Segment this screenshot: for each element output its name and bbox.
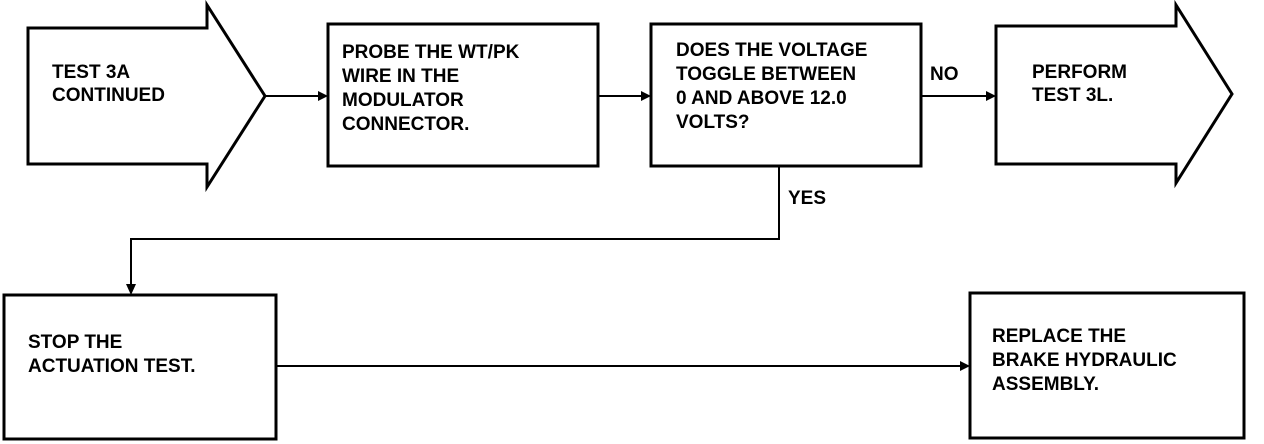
edge-yes-branch: YES xyxy=(126,166,826,295)
edge-probe-to-question xyxy=(598,91,651,101)
stop-box xyxy=(2,293,278,441)
replace-box xyxy=(968,291,1246,440)
question-label: DOES THE VOLTAGE TOGGLE BETWEEN 0 AND AB… xyxy=(676,40,873,133)
start-label: TEST 3A CONTINUED xyxy=(52,62,165,106)
node-stop-actuation-test: STOP THE ACTUATION TEST. xyxy=(2,293,278,441)
edge-start-to-probe xyxy=(265,91,328,101)
node-replace-brake-hydraulic: REPLACE THE BRAKE HYDRAULIC ASSEMBLY. xyxy=(968,291,1246,440)
node-perform-test-3l: PERFORM TEST 3L. xyxy=(994,0,1234,189)
edge-no-branch: NO xyxy=(921,64,996,101)
stop-label: STOP THE ACTUATION TEST. xyxy=(28,332,195,377)
node-test-3a-continued: TEST 3A CONTINUED xyxy=(26,0,267,193)
replace-label: REPLACE THE BRAKE HYDRAULIC ASSEMBLY. xyxy=(992,326,1182,395)
node-voltage-question: DOES THE VOLTAGE TOGGLE BETWEEN 0 AND AB… xyxy=(649,22,923,168)
perform-arrow-shape xyxy=(994,0,1234,189)
yes-label: YES xyxy=(788,188,826,209)
start-arrow-shape xyxy=(26,0,267,193)
probe-box xyxy=(326,22,600,168)
edge-stop-to-replace xyxy=(276,361,970,371)
no-label: NO xyxy=(930,64,959,85)
node-probe-wire: PROBE THE WT/PK WIRE IN THE MODULATOR CO… xyxy=(326,22,600,168)
probe-label: PROBE THE WT/PK WIRE IN THE MODULATOR CO… xyxy=(342,42,525,135)
perform-label: PERFORM TEST 3L. xyxy=(1032,62,1132,106)
